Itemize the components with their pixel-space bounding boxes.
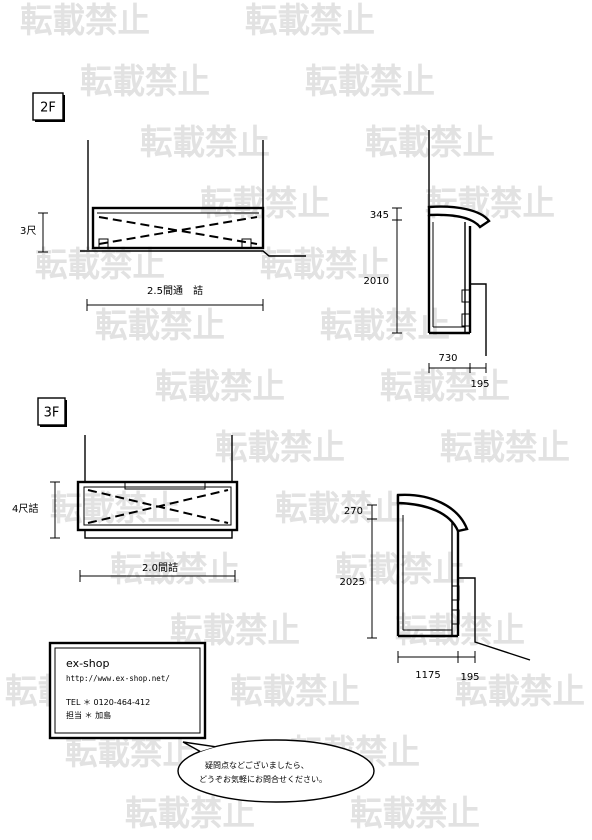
front-view-2f [80, 140, 306, 257]
speech-bubble: 疑問点などございましたら、 どうぞお気軽にお問合せください。 [177, 739, 375, 803]
dimension-label: 345 [370, 210, 389, 221]
watermark-text: 転載禁止 [110, 550, 240, 590]
floor-step-line [470, 283, 487, 356]
bubble-text-line: 疑問点などございましたら、 [205, 760, 309, 770]
bubble-tail-fill [183, 742, 215, 752]
watermark-text: 転載禁止 [365, 123, 495, 163]
floor-3f-section: 3F 4尺詰 2.0間詰 [12, 397, 531, 683]
watermark-text: 転載禁止 [230, 672, 360, 712]
contact-card: ex-shop http://www.ex-shop.net/ TEL ＊ 01… [48, 641, 207, 740]
watermark-text: 転載禁止 [350, 794, 480, 834]
awning-front-frame [91, 206, 265, 250]
bubble-text-line: どうぞお気軽にお問合せください。 [199, 774, 327, 784]
watermark-text: 転載禁止 [440, 428, 570, 468]
height-dimension-2f: 3尺 [20, 212, 48, 253]
shop-url-link[interactable]: http://www.ex-shop.net/ [66, 674, 170, 683]
watermark-text: 転載禁止 [20, 1, 150, 41]
ground-line [80, 250, 306, 257]
dimension-label: 2025 [340, 577, 365, 588]
dimension-label: 2.0間詰 [142, 561, 178, 574]
watermark-text: 転載禁止 [50, 489, 180, 529]
dimension-label: 2010 [364, 276, 389, 287]
floor-2f-section: 2F 3尺 2.5間通 詰 [20, 92, 491, 390]
watermark-text: 転載禁止 [95, 306, 225, 346]
brace-diagonal-line [98, 216, 258, 245]
floor-label: 2F [40, 101, 56, 116]
watermark-text: 転載禁止 [335, 550, 465, 590]
front-view-3f [76, 435, 239, 539]
phone-number: TEL ＊ 0120-464-412 [65, 698, 150, 707]
watermark-text: 転載禁止 [215, 428, 345, 468]
dimension-label: 1175 [415, 670, 440, 681]
awning-canopy-profile [427, 205, 491, 229]
floor-2f-badge: 2F [32, 92, 65, 122]
watermark-text: 転載禁止 [395, 611, 525, 651]
side-height-dimension-2f: 345 2010 [364, 207, 402, 334]
watermark-text: 転載禁止 [245, 1, 375, 41]
dimension-label: 3尺 [20, 225, 36, 237]
watermark-text: 転載禁止 [140, 123, 270, 163]
brace-diagonal-line [87, 489, 229, 524]
watermark-text: 転載禁止 [80, 62, 210, 102]
side-depth-dimension-2f: 730 195 [428, 353, 490, 390]
badge-frame [32, 92, 64, 121]
width-dimension-3f: 2.0間詰 [79, 561, 236, 582]
watermark-text: 転載禁止 [275, 489, 405, 529]
awning-top-panel [124, 481, 206, 490]
watermark-text: 転載禁止 [380, 367, 510, 407]
watermark-layer: 転載禁止転載禁止転載禁止転載禁止転載禁止転載禁止転載禁止転載禁止転載禁止転載禁止… [5, 1, 585, 834]
card-inner-frame [54, 647, 201, 734]
side-view-2f [427, 130, 491, 356]
dimension-label: 4尺詰 [12, 502, 38, 515]
watermark-text: 転載禁止 [425, 184, 555, 224]
shop-name: ex-shop [66, 657, 109, 670]
watermark-text: 転載禁止 [155, 367, 285, 407]
brace-diagonal-line [98, 216, 258, 245]
watermark-text: 転載禁止 [200, 184, 330, 224]
floor-step-line [458, 577, 531, 661]
width-dimension-2f: 2.5間通 詰 [86, 284, 264, 311]
watermark-text: 転載禁止 [260, 245, 390, 285]
wall-bracket [451, 585, 460, 601]
awning-inner-frame [83, 486, 232, 526]
height-dimension-3f: 4尺詰 [12, 481, 60, 539]
side-height-dimension-3f: 270 2025 [340, 504, 377, 639]
badge-frame [37, 397, 66, 426]
dimension-label: 195 [470, 379, 489, 390]
dimension-label: 730 [438, 353, 457, 364]
dimension-label: 195 [460, 672, 479, 683]
dimension-label: 270 [344, 506, 363, 517]
dimension-label: 2.5間通 詰 [147, 284, 203, 297]
side-depth-dimension-3f: 1175 195 [397, 651, 480, 683]
awning-canopy-profile [396, 493, 469, 533]
wall-bracket [461, 313, 471, 327]
wall-bracket [451, 609, 460, 625]
staff-name: 担当 ＊ 加島 [66, 710, 111, 720]
bubble-tail [182, 741, 216, 753]
card-outer-frame [48, 641, 207, 740]
watermark-text: 転載禁止 [125, 794, 255, 834]
floor-3f-badge: 3F [37, 397, 67, 427]
mount-bracket [241, 238, 252, 249]
bubble-outline [177, 739, 375, 803]
side-view-3f [396, 493, 531, 661]
watermark-text: 転載禁止 [455, 672, 585, 712]
watermark-text: 転載禁止 [320, 306, 450, 346]
wall-bracket [461, 289, 471, 303]
watermark-text: 転載禁止 [305, 62, 435, 102]
mount-bracket [98, 238, 109, 249]
watermark-text: 転載禁止 [65, 733, 195, 773]
floor-label: 3F [44, 406, 60, 421]
awning-base [84, 529, 233, 539]
